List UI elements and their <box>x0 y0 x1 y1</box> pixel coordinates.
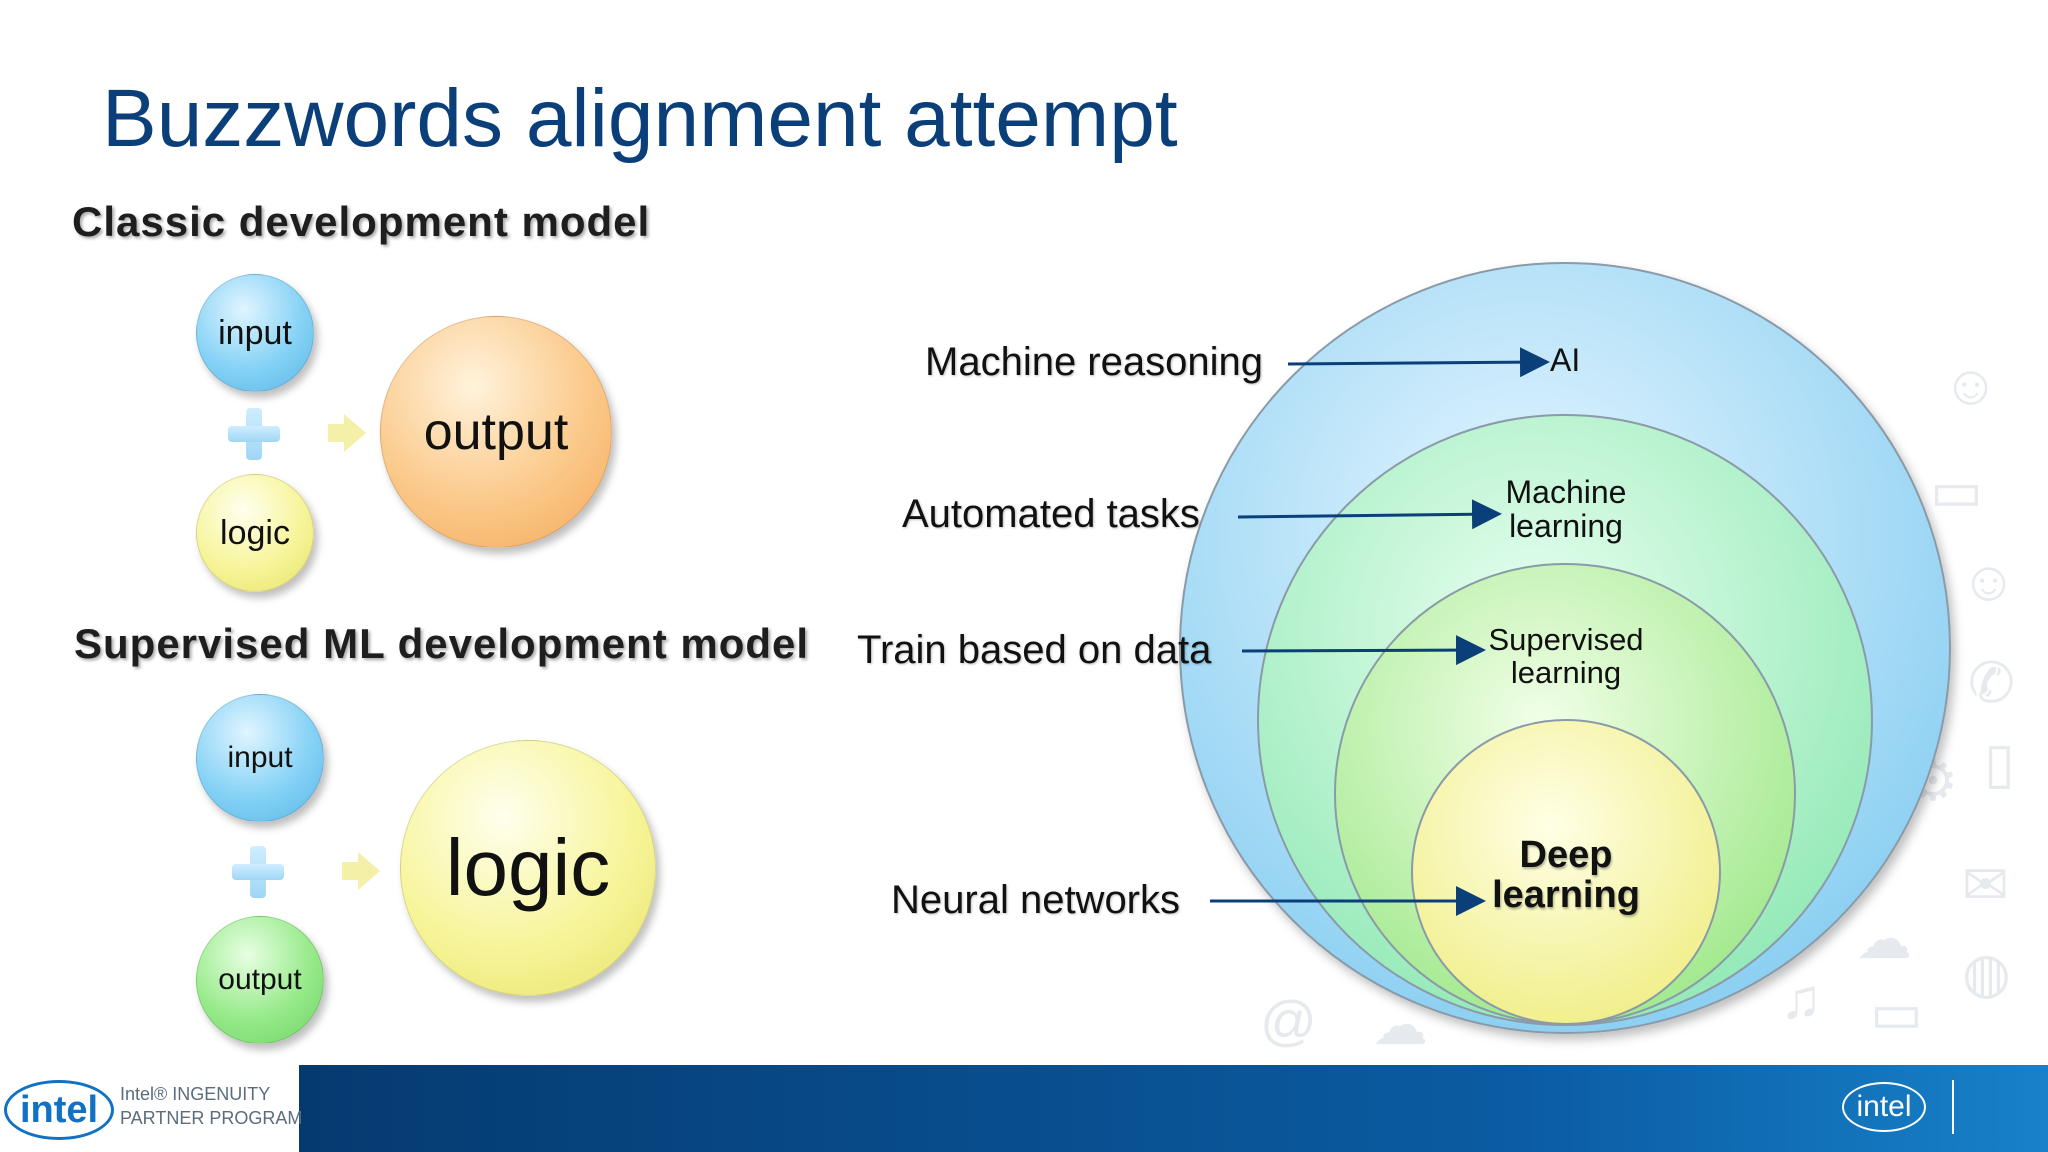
headset-icon: ♫ <box>1780 967 1822 1030</box>
train-based-on-data-arrow <box>1241 635 1486 666</box>
intel-logo: intel <box>4 1080 114 1140</box>
classic-model-heading: Classic development model <box>72 198 651 245</box>
intel-logo-footer-text: intel <box>1856 1090 1912 1123</box>
classic-output-label: output <box>423 403 569 461</box>
supervised-output-bubble: output <box>196 916 324 1044</box>
deep-learning-line2: learning <box>1492 873 1640 916</box>
supervised-input-label: input <box>227 741 293 774</box>
classic-input-bubble: input <box>196 274 314 392</box>
automated-tasks-arrow <box>1237 499 1502 530</box>
classic-logic-label: logic <box>220 513 290 552</box>
phone-icon: ✆ <box>1968 651 2015 714</box>
machine-learning-line2: learning <box>1509 507 1623 544</box>
footer-blue-band <box>299 1065 2048 1152</box>
supervised-input-bubble: input <box>196 694 324 822</box>
people-icon: ☺ <box>1942 353 2000 416</box>
deep-learning-line1: Deep <box>1519 834 1613 876</box>
ai-ring-label: AI <box>1550 342 1581 378</box>
classic-plus-icon <box>228 408 280 460</box>
supervised-learning-ring-label: Supervised learning <box>1476 622 1656 690</box>
intel-logo-text: intel <box>19 1088 99 1131</box>
machine-learning-line1: Machine <box>1505 474 1627 510</box>
supervised-model-heading: Supervised ML development model <box>74 620 810 667</box>
presentation-icon: ▭ <box>1930 459 1983 522</box>
deep-learning-ring <box>1411 719 1721 1025</box>
partner-program-line2: PARTNER PROGRAM <box>120 1108 303 1128</box>
globe-icon: ◍ <box>1962 941 2011 1004</box>
at-icon: @ <box>1260 989 1317 1052</box>
deep-learning-ring-label: Deep learning <box>1476 834 1656 916</box>
machine-learning-ring-label: Machine learning <box>1486 474 1646 544</box>
monitor-icon: ▭ <box>1870 981 1923 1044</box>
supervised-output-label: output <box>218 963 302 996</box>
slide-title: Buzzwords alignment attempt <box>102 73 1178 164</box>
automated-tasks-label: Automated tasks <box>902 492 1200 536</box>
machine-reasoning-arrow <box>1287 347 1550 378</box>
classic-input-label: input <box>218 313 292 352</box>
neural-networks-label: Neural networks <box>891 878 1181 922</box>
classic-logic-bubble: logic <box>196 474 314 592</box>
footer-divider <box>1952 1080 1954 1134</box>
partner-program-text: Intel® INGENUITY PARTNER PROGRAM <box>120 1082 302 1130</box>
supervised-plus-icon <box>232 846 284 898</box>
supervised-learning-line2: learning <box>1510 654 1622 690</box>
partner-program-line1: Intel® INGENUITY <box>120 1084 271 1104</box>
machine-reasoning-label: Machine reasoning <box>925 340 1263 384</box>
classic-output-bubble: output <box>380 316 612 548</box>
team-icon: ☺ <box>1960 549 2018 612</box>
cloud-icon: ☁ <box>1856 907 1912 970</box>
mail-icon: ✉ <box>1962 853 2009 916</box>
mobile-icon: ▯ <box>1984 731 2015 794</box>
intel-logo-footer: intel <box>1842 1082 1926 1132</box>
supervised-logic-bubble: logic <box>400 740 656 996</box>
supervised-learning-line1: Supervised <box>1488 622 1644 657</box>
supervised-logic-label: logic <box>445 823 611 912</box>
train-based-on-data-label: Train based on data <box>857 628 1212 672</box>
